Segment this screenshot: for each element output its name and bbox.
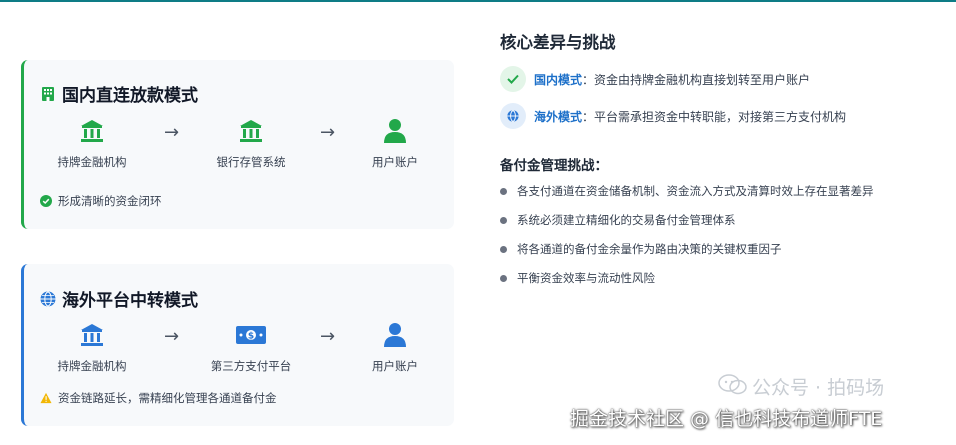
- challenge-heading: 备付金管理挑战：: [500, 158, 608, 174]
- bank-icon: [79, 118, 105, 148]
- list-item: 将各通道的备付金余量作为路由决策的关键权重因子: [500, 241, 874, 257]
- overseas-card-title: 海外平台中转模式: [40, 286, 198, 311]
- mode-label: 国内模式: [534, 72, 583, 87]
- bank-icon: [238, 118, 264, 148]
- flow-node-label: 银行存管系统: [216, 155, 286, 169]
- list-item: 系统必须建立精细化的交易备付金管理体系: [500, 212, 874, 228]
- panel-heading: 核心差异与挑战: [500, 33, 616, 52]
- svg-text:$: $: [248, 332, 254, 342]
- flow-node-label: 持牌金融机构: [57, 155, 127, 169]
- challenge-list: 各支付通道在资金储备机制、资金流入方式及清算时效上存在显著差异 系统必须建立精细…: [500, 183, 874, 299]
- arrow-icon: →: [164, 326, 180, 347]
- domestic-note-text: 形成清晰的资金闭环: [58, 194, 162, 208]
- bullet-dot-icon: [500, 187, 507, 195]
- list-item: 各支付通道在资金储备机制、资金流入方式及清算时效上存在显著差异: [500, 183, 874, 199]
- flow-node-label: 持牌金融机构: [57, 359, 127, 373]
- bullet-dot-icon: [500, 216, 507, 224]
- overseas-title-text: 海外平台中转模式: [62, 291, 198, 311]
- mode-row-domestic: 国内模式：资金由持牌金融机构直接划转至用户账户: [500, 66, 810, 92]
- flow-node-label: 用户账户: [372, 359, 418, 373]
- flow-node-label: 第三方支付平台: [210, 359, 292, 373]
- money-icon: $: [235, 323, 267, 351]
- flow-node-third-party-payment: $ 第三方支付平台: [191, 322, 311, 374]
- mode-text: ：资金由持牌金融机构直接划转至用户账户: [582, 72, 811, 87]
- flow-node-institution: 持牌金融机构: [32, 322, 152, 374]
- check-icon: [500, 66, 526, 92]
- watermark-official-account: 公众号 · 拍码场: [752, 377, 885, 399]
- globe-icon: [500, 103, 526, 129]
- warning-icon: [40, 392, 52, 404]
- watermark-community: 掘金技术社区 @ 信也科技布道师FTE: [570, 408, 883, 430]
- domestic-flow: 持牌金融机构 → 银行存管系统 → 用户账户: [24, 118, 454, 178]
- check-circle-icon: [40, 195, 52, 207]
- top-accent-line: [0, 0, 956, 2]
- user-icon: [383, 118, 407, 148]
- list-item-text: 将各通道的备付金余量作为路由决策的关键权重因子: [517, 242, 782, 256]
- domestic-title-text: 国内直连放款模式: [62, 86, 198, 106]
- domestic-note: 形成清晰的资金闭环: [40, 193, 162, 209]
- user-icon: [383, 322, 407, 352]
- globe-icon: [40, 291, 56, 307]
- arrow-icon: →: [320, 326, 336, 347]
- flow-node-label: 用户账户: [372, 155, 418, 169]
- wechat-logo-icon: [718, 374, 748, 396]
- flow-node-user-account: 用户账户: [335, 118, 455, 170]
- flow-node-institution: 持牌金融机构: [32, 118, 152, 170]
- arrow-icon: →: [320, 122, 336, 143]
- domestic-card-title: 国内直连放款模式: [40, 81, 198, 106]
- list-item-text: 系统必须建立精细化的交易备付金管理体系: [517, 213, 736, 227]
- list-item-text: 各支付通道在资金储备机制、资金流入方式及清算时效上存在显著差异: [517, 184, 874, 198]
- bank-icon: [79, 322, 105, 352]
- bullet-dot-icon: [500, 245, 507, 253]
- overseas-flow: 持牌金融机构 → $ 第三方支付平台 → 用户账户: [24, 322, 454, 382]
- flow-node-bank-custody: 银行存管系统: [191, 118, 311, 170]
- overseas-note: 资金链路延长，需精细化管理各通道备付金: [40, 390, 277, 406]
- mode-label: 海外模式: [534, 109, 583, 124]
- overseas-note-text: 资金链路延长，需精细化管理各通道备付金: [58, 391, 277, 405]
- bullet-dot-icon: [500, 274, 507, 282]
- flow-node-user-account: 用户账户: [335, 322, 455, 374]
- arrow-icon: →: [164, 122, 180, 143]
- list-item: 平衡资金效率与流动性风险: [500, 270, 874, 286]
- overseas-mode-card: 海外平台中转模式 持牌金融机构 → $ 第三方支付平台 → 用户账户 资金链路延…: [21, 264, 454, 426]
- building-icon: [40, 86, 56, 102]
- mode-row-overseas: 海外模式：平台需承担资金中转职能，对接第三方支付机构: [500, 103, 846, 129]
- domestic-mode-card: 国内直连放款模式 持牌金融机构 → 银行存管系统 → 用户账户 形成清晰的资金闭…: [21, 60, 454, 229]
- mode-text: ：平台需承担资金中转职能，对接第三方支付机构: [582, 109, 847, 124]
- list-item-text: 平衡资金效率与流动性风险: [517, 271, 655, 285]
